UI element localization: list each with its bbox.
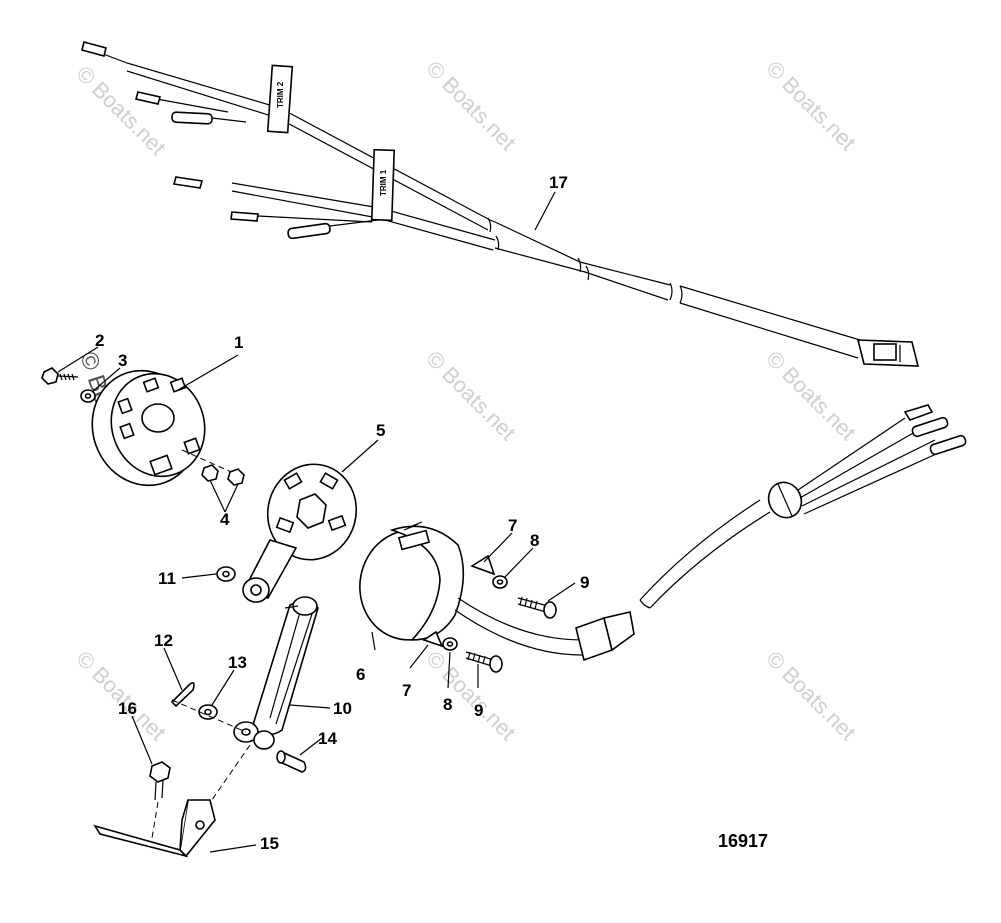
callout-7-lower: 7 [402,681,411,700]
watermark: © Boats.net [761,56,860,155]
callout-14: 14 [318,729,337,748]
watermark: © Boats.net [71,646,170,745]
washer-part-3 [80,389,96,403]
callouts: 1 2 3 4 5 6 7 7 8 8 9 9 10 11 12 13 14 1… [95,173,768,853]
leader-lines [57,191,576,853]
callout-8-lower: 8 [443,695,452,714]
link-arm-part-10 [233,596,319,750]
screw-part-2 [41,367,79,385]
trim-tag-label: TRIM 2 [276,81,285,108]
nuts-part-4 [181,449,245,486]
trim-sender-part-6 [359,404,967,662]
callout-7-upper: 7 [508,516,517,535]
callout-10: 10 [333,699,352,718]
watermark: © Boats.net [761,646,860,745]
figure-number: 16917 [718,831,768,851]
callout-16: 16 [118,699,137,718]
callout-4: 4 [220,510,230,529]
callout-12: 12 [154,631,173,650]
callout-13: 13 [228,653,247,672]
pin-part-14 [276,750,307,773]
callout-17: 17 [549,173,568,192]
washer-part-11 [216,566,236,582]
washer-part-13 [198,704,218,720]
callout-11: 11 [158,569,176,588]
callout-8-upper: 8 [530,531,539,550]
callout-1: 1 [234,333,243,352]
bolt-part-16 [149,744,251,851]
callout-2: 2 [95,331,104,350]
fasteners-upper [470,554,557,619]
callout-5: 5 [376,421,385,440]
watermark: © Boats.net [71,61,170,160]
callout-6: 6 [356,665,365,684]
bracket-part-15 [93,799,216,858]
callout-9-lower: 9 [474,701,483,720]
callout-15: 15 [260,834,279,853]
cotter-pin-part-12 [170,682,195,708]
sender-bracket [91,369,206,487]
trim-tag-label: TRIM 1 [379,169,388,196]
watermark: © Boats.net [761,346,860,445]
sender-lever-part-5 [242,463,358,603]
watermark: © Boats.net [421,646,520,745]
fasteners-lower [422,630,503,673]
callout-3: 3 [118,351,127,370]
wiring-harness: TRIM 2 TRIM 1 [81,41,920,367]
callout-9-upper: 9 [580,573,589,592]
watermark: © Boats.net [421,56,520,155]
watermark: © Boats.net [421,346,520,445]
